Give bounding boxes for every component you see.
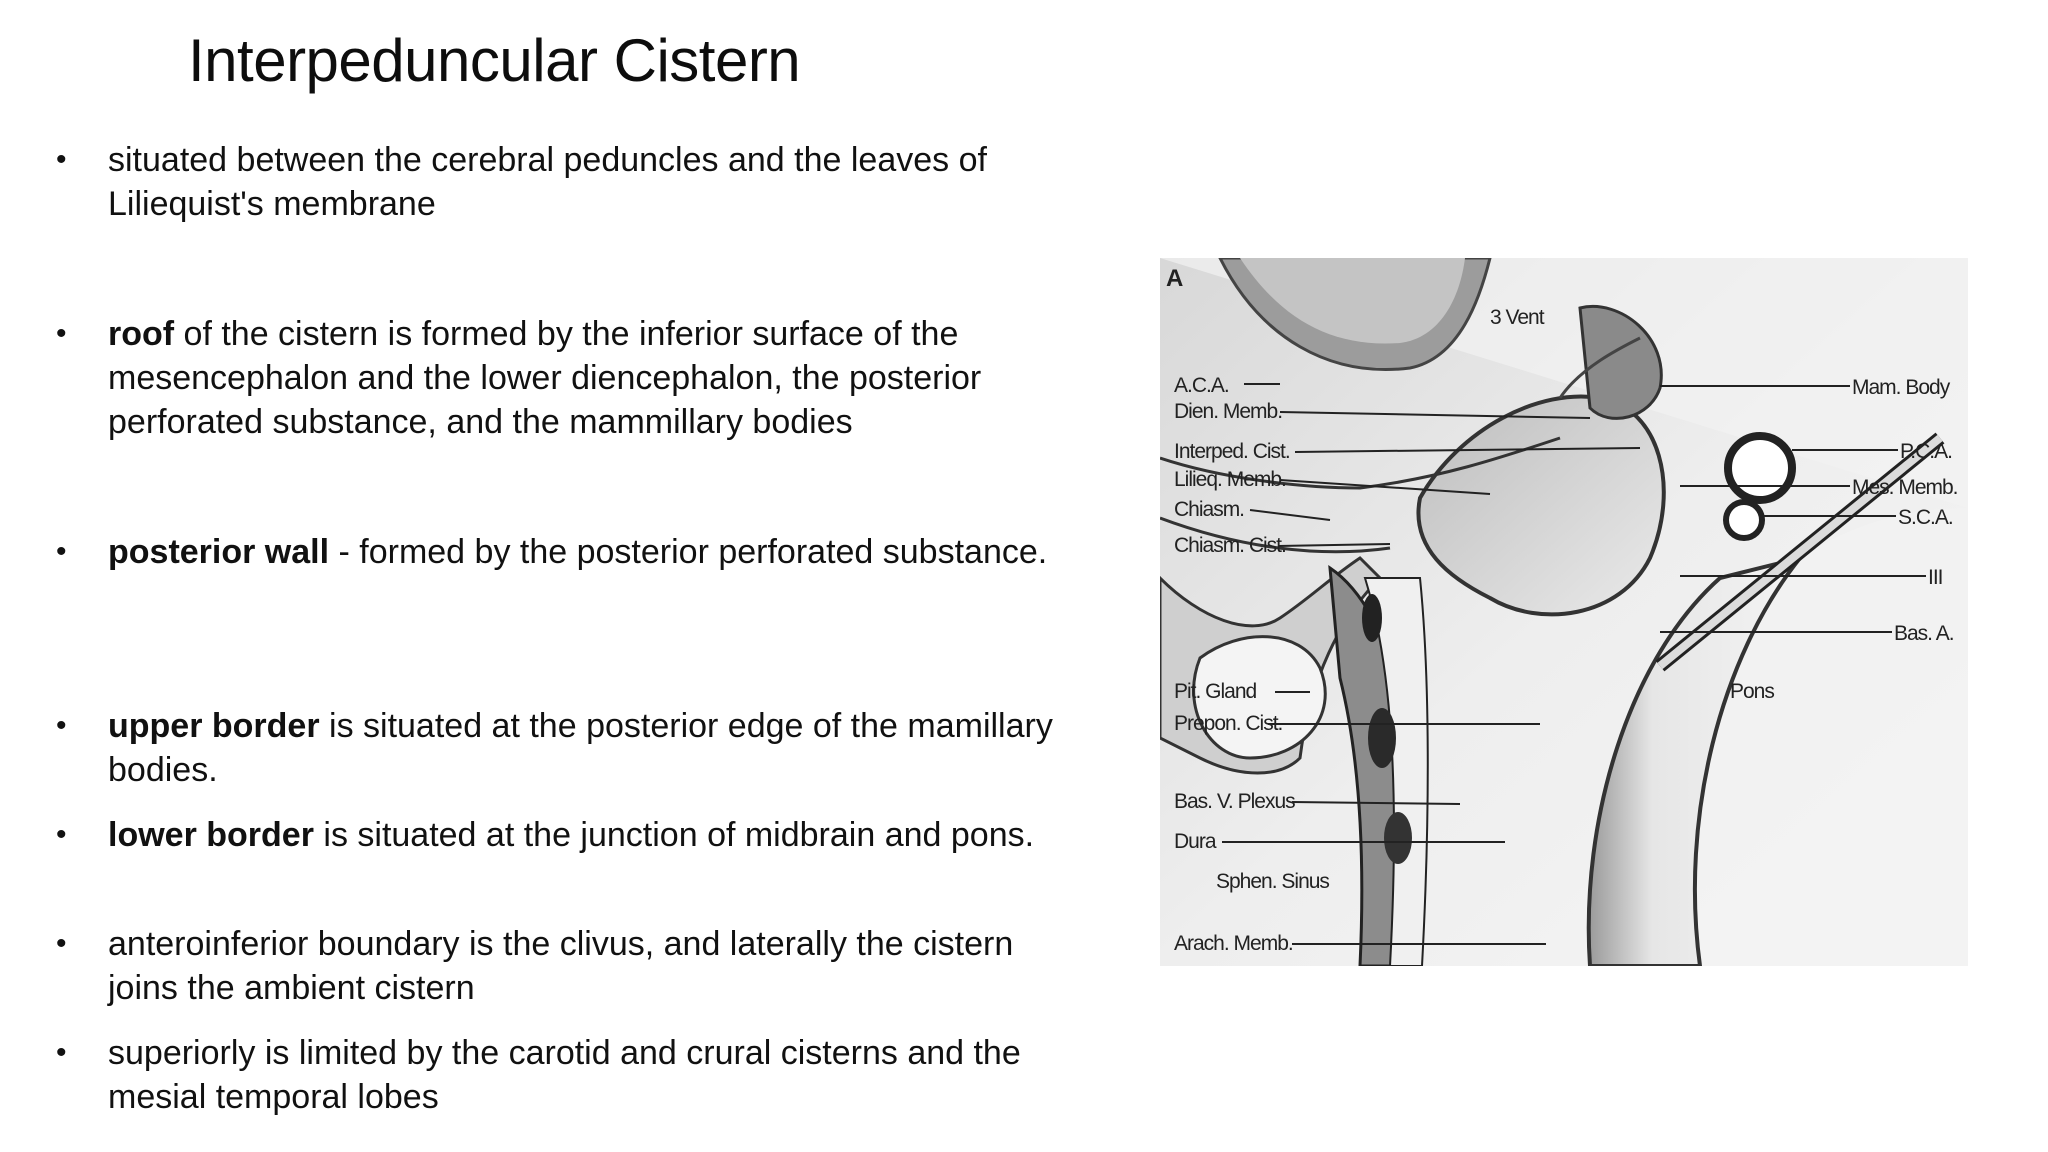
- panel-letter: A: [1166, 265, 1183, 292]
- bullet-text: is situated at the junction of midbrain …: [313, 816, 1035, 854]
- label-arach-memb: Arach. Memb.: [1174, 932, 1293, 955]
- label-aca: A.C.A.: [1174, 374, 1229, 397]
- bullet-dot: •: [56, 818, 67, 851]
- bullet-text: anteroinferior boundary is the clivus, a…: [108, 925, 1014, 1007]
- bullet-item-posterior-wall: • posterior wall - formed by the posteri…: [52, 530, 1092, 574]
- label-sphen-sinus: Sphen. Sinus: [1216, 870, 1329, 893]
- pca-vessel: [1724, 432, 1796, 504]
- slide-title: Interpeduncular Cistern: [188, 27, 801, 94]
- bullet-dot: •: [56, 1036, 67, 1069]
- label-iii: III: [1928, 566, 1943, 589]
- anatomy-illustration: A 3 Vent Pons A.C.A. Dien. Memb. Interpe…: [1160, 258, 1968, 966]
- label-mes-memb: Mes. Memb.: [1852, 476, 1958, 499]
- label-sca: S.C.A.: [1898, 506, 1953, 529]
- bullet-bold: lower border: [108, 816, 314, 854]
- bullet-bold: upper border: [108, 707, 320, 745]
- venous-plexus: [1362, 594, 1382, 642]
- label-chiasm: Chiasm.: [1174, 498, 1244, 521]
- label-bas-v-plexus: Bas. V. Plexus: [1174, 790, 1295, 813]
- label-bas-a: Bas. A.: [1894, 622, 1954, 645]
- label-3-vent: 3 Vent: [1490, 306, 1545, 329]
- bullet-item-superiorly: • superiorly is limited by the carotid a…: [52, 1031, 1092, 1119]
- bullet-dot: •: [56, 927, 67, 960]
- bullet-item-situated: • situated between the cerebral peduncle…: [52, 138, 1092, 226]
- bullet-item-anteroinferior: • anteroinferior boundary is the clivus,…: [52, 922, 1092, 1010]
- label-liliequist-memb: Lilieq. Memb.: [1174, 468, 1286, 491]
- left-leader-lines: [1222, 383, 1641, 945]
- label-pons: Pons: [1730, 680, 1774, 703]
- label-mam-body: Mam. Body: [1852, 376, 1951, 399]
- label-interped-cist: Interped. Cist.: [1174, 440, 1290, 463]
- right-leader-lines: [1660, 385, 1926, 633]
- bullet-dot: •: [56, 317, 67, 350]
- bullet-dot: •: [56, 709, 67, 742]
- label-dien-memb: Dien. Memb.: [1174, 400, 1282, 423]
- label-chiasm-cist: Chiasm. Cist.: [1174, 534, 1286, 557]
- anatomy-figure: A 3 Vent Pons A.C.A. Dien. Memb. Interpe…: [1160, 258, 1968, 966]
- bullet-text: - formed by the posterior perforated sub…: [329, 533, 1048, 571]
- label-pca: P.C.A.: [1900, 440, 1952, 463]
- bullet-text: is situated at the posterior edge of the…: [108, 707, 1053, 789]
- pituitary-gland: [1192, 635, 1327, 760]
- bullet-item-upper-border: • upper border is situated at the poster…: [52, 704, 1092, 792]
- bullet-text: situated between the cerebral peduncles …: [108, 141, 987, 223]
- left-labels: A.C.A. Dien. Memb. Interped. Cist. Lilie…: [1174, 374, 1330, 955]
- bullet-dot: •: [56, 535, 67, 568]
- bullet-item-lower-border: • lower border is situated at the juncti…: [52, 813, 1092, 857]
- label-prepon-cist: Prepon. Cist.: [1174, 712, 1282, 735]
- label-dura: Dura: [1174, 830, 1217, 853]
- bullet-bold: roof: [108, 315, 175, 353]
- right-labels: Mam. Body P.C.A. Mes. Memb. S.C.A. III B…: [1852, 376, 1959, 645]
- midbrain-region: [1416, 394, 1666, 617]
- bullet-dot: •: [56, 143, 67, 176]
- bullet-text: superiorly is limited by the carotid and…: [108, 1034, 1021, 1116]
- mammillary-body: [1578, 305, 1663, 420]
- sca-vessel: [1723, 499, 1765, 541]
- bullet-text: of the cistern is formed by the inferior…: [108, 315, 982, 441]
- bullet-bold: posterior wall: [108, 533, 330, 571]
- bullet-item-roof: • roof of the cistern is formed by the i…: [52, 312, 1092, 444]
- label-pit-gland: Pit. Gland: [1174, 680, 1257, 703]
